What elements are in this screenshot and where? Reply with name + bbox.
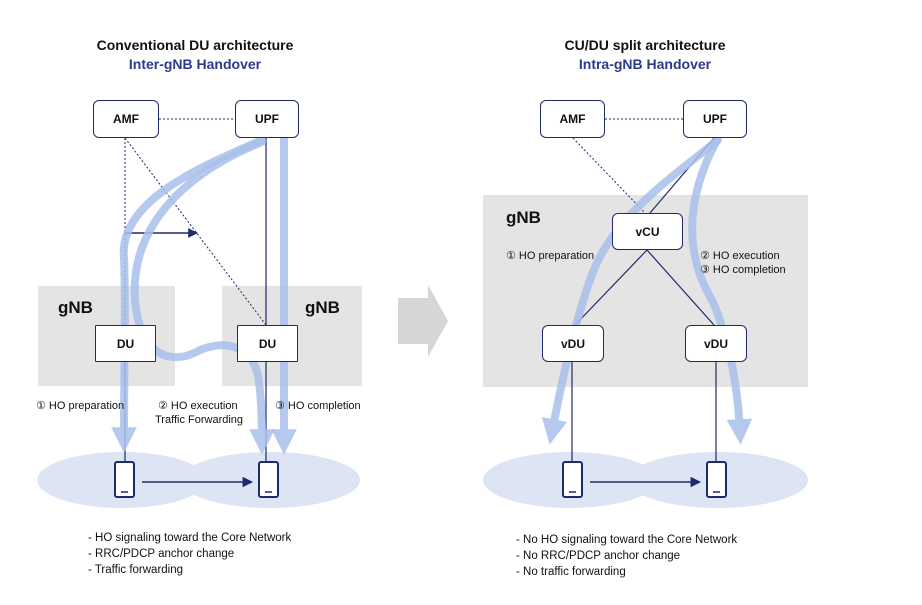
right-note-2: - No RRC/PDCP anchor change — [516, 550, 681, 562]
right-subtitle: Intra-gNB Handover — [578, 56, 712, 72]
right-vcu-vdu1-link — [574, 249, 648, 326]
right-gnb-label: gNB — [506, 208, 541, 227]
left-flow-forwarding — [130, 138, 275, 455]
left-note-2: - RRC/PDCP anchor change — [88, 548, 235, 560]
right-vcu-vdu2-link — [646, 249, 715, 326]
right-note-3: - No traffic forwarding — [516, 566, 626, 578]
left-flow-preparation — [111, 136, 266, 453]
right-flow-preparation — [541, 136, 722, 445]
left-step-preparation: ① HO preparation — [36, 400, 125, 412]
left-ue1-phone-icon — [114, 461, 135, 498]
right-upf-node: UPF — [683, 100, 747, 138]
left-note-3: - Traffic forwarding — [88, 564, 184, 576]
right-ue1-phone-icon — [562, 461, 583, 498]
right-ue2-phone-icon — [706, 461, 727, 498]
left-step-traffic-forwarding: Traffic Forwarding — [155, 414, 244, 426]
left-gnb-label-2: gNB — [305, 298, 340, 317]
right-vdu1-node: vDU — [542, 325, 604, 362]
left-step-completion: ③ HO completion — [275, 400, 361, 412]
right-amf-node: AMF — [540, 100, 605, 138]
left-step-execution: ② HO execution — [158, 400, 238, 412]
right-step-completion: ③ HO completion — [700, 264, 786, 276]
right-step-execution: ② HO execution — [700, 250, 780, 262]
left-ue2-phone-icon — [258, 461, 279, 498]
right-step-preparation: ① HO preparation — [506, 250, 595, 262]
left-upf-node: UPF — [235, 100, 299, 138]
left-gnb-label-1: gNB — [58, 298, 93, 317]
left-subtitle: Inter-gNB Handover — [128, 56, 262, 72]
left-du2-node: DU — [237, 325, 298, 362]
left-du1-node: DU — [95, 325, 156, 362]
left-amf-node: AMF — [93, 100, 159, 138]
left-note-1: - HO signaling toward the Core Network — [88, 532, 292, 544]
transition-arrow — [398, 285, 448, 357]
right-amf-vcu-link — [572, 137, 646, 214]
right-note-1: - No HO signaling toward the Core Networ… — [516, 534, 738, 546]
right-vdu2-node: vDU — [685, 325, 747, 362]
right-vcu-node: vCU — [612, 213, 683, 250]
right-flow-execution — [688, 138, 753, 445]
left-title: Conventional DU architecture — [96, 37, 294, 53]
right-title: CU/DU split architecture — [564, 37, 726, 53]
